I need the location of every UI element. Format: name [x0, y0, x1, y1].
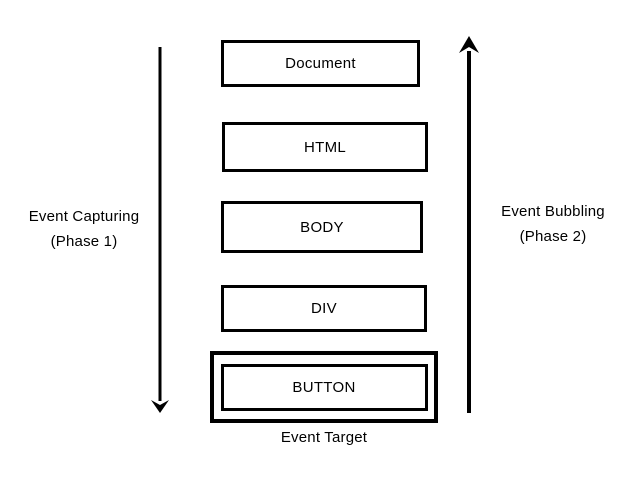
- bubble-phase-arrow-up-icon: [459, 36, 479, 413]
- node-document: Document: [221, 40, 420, 87]
- node-body: BODY: [221, 201, 423, 253]
- node-button-label: BUTTON: [292, 378, 356, 396]
- node-body-label: BODY: [300, 218, 344, 236]
- node-div: DIV: [221, 285, 427, 332]
- node-html: HTML: [222, 122, 428, 172]
- event-target-caption: Event Target: [280, 429, 368, 446]
- node-div-label: DIV: [311, 300, 337, 317]
- bubbling-phase-label-line1: Event Bubbling: [501, 203, 605, 220]
- node-button-target-frame: BUTTON: [210, 351, 438, 423]
- node-button: BUTTON: [220, 363, 428, 411]
- capturing-phase-label-line2: (Phase 1): [50, 233, 118, 250]
- capturing-phase-label-line1: Event Capturing: [28, 208, 140, 225]
- bubbling-phase-label: Event Bubbling (Phase 2): [478, 199, 628, 249]
- node-html-label: HTML: [303, 138, 347, 156]
- bubbling-phase-label-line2: (Phase 2): [519, 228, 587, 245]
- capturing-phase-label: Event Capturing (Phase 1): [9, 204, 159, 254]
- node-document-label: Document: [285, 55, 356, 72]
